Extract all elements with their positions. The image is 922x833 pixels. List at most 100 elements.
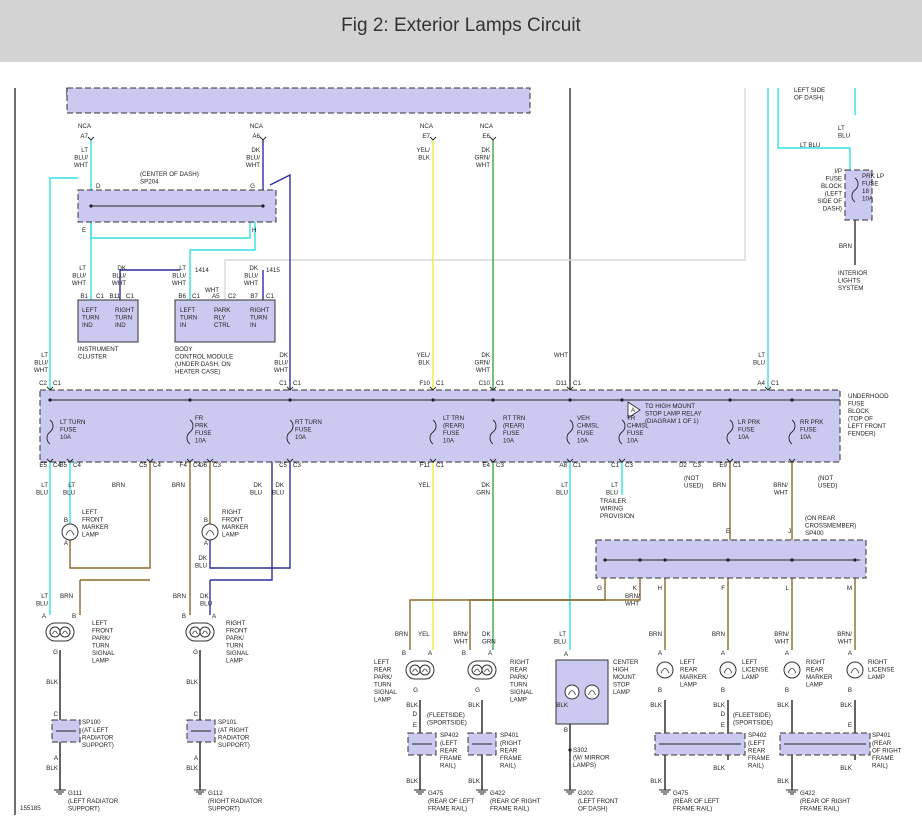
- wire-color-label: BRN: [712, 631, 725, 638]
- wire-color-label: BLU: [272, 490, 284, 497]
- not-used: (NOT: [818, 475, 833, 482]
- wire-color-label: BLK: [468, 702, 481, 709]
- lamp-label: RIGHT: [510, 659, 529, 666]
- lamp-filament: [202, 630, 208, 635]
- header-bar: Fig 2: Exterior Lamps Circuit: [0, 0, 922, 62]
- pin: E4: [482, 462, 490, 469]
- lamp-label: LAMP: [510, 697, 527, 704]
- connector-arrow: [566, 458, 574, 463]
- wire-color-label: BLU: [838, 133, 850, 140]
- lamp-label: STOP: [613, 682, 630, 689]
- pin: F: [721, 585, 725, 592]
- pin: D6: [199, 462, 207, 469]
- connector-arrow: [489, 458, 497, 463]
- wire-color-label: LT: [41, 482, 48, 489]
- pin: D11: [556, 380, 567, 387]
- wire-color-label: BLU/: [274, 360, 288, 367]
- connector-arrow: [429, 386, 437, 391]
- lamp-label: LICENSE: [868, 667, 894, 674]
- lamp-label: TURN: [374, 682, 391, 689]
- pin: A: [204, 540, 209, 547]
- pin: C3: [293, 462, 301, 469]
- fuse-label: 10A: [195, 438, 207, 445]
- fuse-label: (REAR): [503, 423, 524, 430]
- lamp-label: LEFT: [742, 659, 757, 666]
- wire-color-label: LT: [68, 482, 75, 489]
- wire-color-label: WHT: [454, 639, 468, 646]
- wire-color-label: WHT: [246, 162, 260, 169]
- lamp-label: FRONT: [222, 517, 244, 524]
- ground-label: (REAR OF RIGHT: [490, 798, 541, 805]
- relay-symbol-label: A: [631, 407, 636, 414]
- cluster-item: LEFT: [82, 307, 97, 314]
- ground-label: SUPPORT): [208, 806, 240, 813]
- lamp-filament: [723, 668, 733, 674]
- pin: E9: [719, 462, 727, 469]
- connector-arrow: [286, 458, 294, 463]
- lamp-label: SIGNAL: [510, 689, 533, 696]
- splice-label: (AT RIGHT: [218, 727, 249, 734]
- connector-code: NCA: [250, 123, 264, 130]
- lamp-label: TURN: [92, 643, 109, 650]
- wire-color-label: BRN: [713, 482, 726, 489]
- ip-fuse-label: I/P: [834, 168, 842, 175]
- fuse-label: RT TURN: [295, 419, 322, 426]
- lamp-label: PARK/: [226, 635, 244, 642]
- wire-color-label: WHT: [625, 601, 639, 608]
- pin: A: [721, 650, 726, 657]
- not-used: USED): [684, 483, 703, 490]
- lamp-label: LEFT: [374, 659, 389, 666]
- fuse-label: TR: [627, 415, 636, 422]
- lamp-label: REAR: [680, 667, 698, 674]
- wire-color-label: BLK: [418, 360, 431, 367]
- wire-color-label: DK: [481, 352, 490, 359]
- lamp-label: LAMP: [82, 532, 99, 539]
- pin: A4: [757, 380, 765, 387]
- pin: K: [633, 585, 638, 592]
- bcm-item: TURN: [250, 315, 267, 322]
- fuse-label: RT TRN: [503, 415, 525, 422]
- splice-id: SP401: [872, 732, 891, 739]
- lamp-label: PARK/: [510, 674, 528, 681]
- lamp-filament: [484, 668, 490, 673]
- junction-dot: [261, 204, 265, 208]
- lamp-label: FRONT: [92, 628, 114, 635]
- junction-dot: [728, 398, 732, 402]
- pin: C1: [573, 380, 581, 387]
- lamp-bulb: [189, 626, 201, 638]
- splice-label: (W/ MIRROR: [573, 755, 610, 762]
- lamp-filament: [787, 668, 797, 674]
- wire-color-label: BLK: [46, 765, 59, 772]
- pin: M: [847, 585, 852, 592]
- wire-color-label: BLU/: [246, 155, 260, 162]
- wire-color-label: BLU/: [244, 273, 258, 280]
- pin: C3: [693, 462, 701, 469]
- wire-color-label: WHT: [72, 280, 86, 287]
- connector-arrow: [429, 458, 437, 463]
- pin: A: [428, 650, 433, 657]
- junction-dot: [491, 398, 495, 402]
- wire-color-label: DK: [249, 265, 258, 272]
- fuse-label: FUSE: [443, 430, 460, 437]
- fleetside-label: (FLEETSIDE): [427, 712, 465, 719]
- junction-dot: [188, 398, 192, 402]
- pin: C4: [193, 462, 201, 469]
- fuse-label: CHMSL: [577, 423, 599, 430]
- fuse-label: FUSE: [295, 427, 312, 434]
- splice-label: RAIL): [748, 763, 764, 770]
- ground-label: (REAR OF RIGHT: [800, 798, 851, 805]
- splice-label: FRAME: [440, 755, 462, 762]
- pin: C4: [53, 462, 61, 469]
- pin: B: [72, 613, 76, 620]
- rpark-dk-blu-link: [210, 462, 273, 581]
- wire-color-label: BLK: [406, 778, 419, 785]
- wire-color-label: BLU: [36, 490, 48, 497]
- connector-arrow: [286, 386, 294, 391]
- fuse-symbol: [788, 419, 796, 445]
- pin: A5: [212, 293, 220, 300]
- wires: [14, 88, 856, 815]
- splice-label: REAR: [500, 748, 518, 755]
- junction-dot: [288, 398, 292, 402]
- splice-label: (ON REAR: [805, 515, 836, 522]
- wire-color-label: DK: [275, 482, 284, 489]
